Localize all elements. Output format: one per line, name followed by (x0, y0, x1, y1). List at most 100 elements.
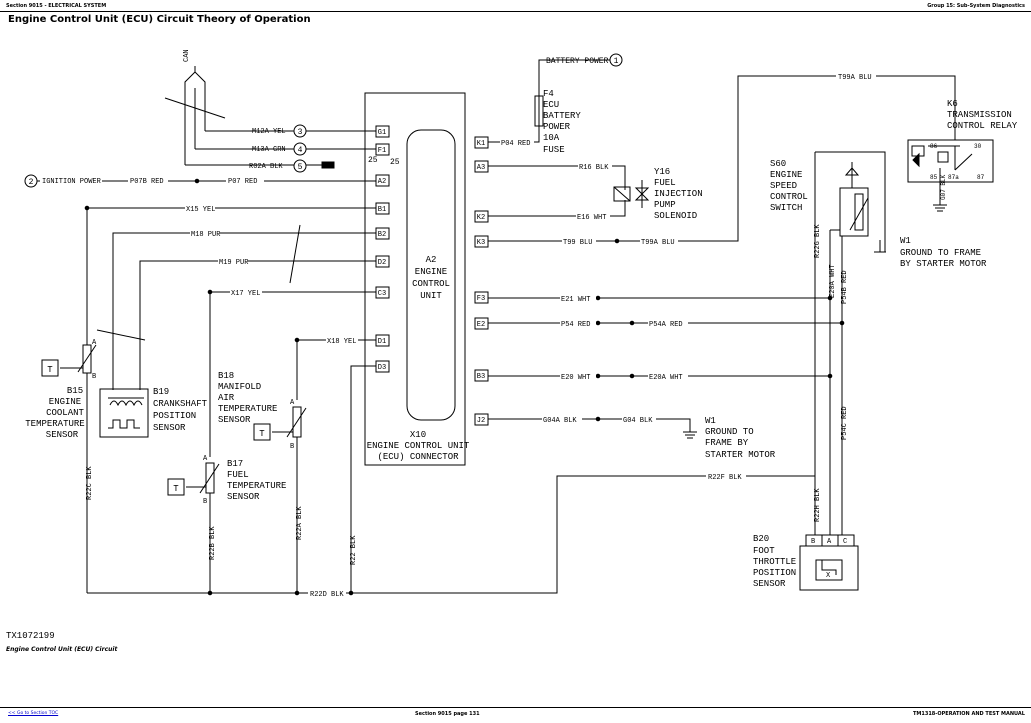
b20-throttle-sensor (799, 534, 859, 591)
pin-a2: A2 (378, 178, 386, 186)
wire-t99a-top: T99A BLU (838, 74, 872, 82)
wire-r22a: R22A BLK (296, 506, 304, 540)
wire-r02a: R02A BLK (249, 163, 283, 171)
b18-line-1: MANIFOLD (218, 382, 261, 392)
b20-line-2: THROTTLE (753, 557, 796, 567)
b17-pin-a: A (203, 455, 208, 463)
wire-p54c: P54C RED (841, 406, 849, 440)
b20-pin-a: A (827, 538, 832, 546)
fuse-line-3: POWER (543, 122, 571, 132)
wire-m18: M18 PUR (191, 231, 221, 239)
connector-line-2: (ECU) CONNECTOR (377, 452, 459, 462)
pin-d2: D2 (378, 259, 386, 267)
w1-right-line-1: GROUND TO FRAME (900, 248, 981, 258)
ecu-name-1: ENGINE (415, 267, 447, 277)
figure-caption: Engine Control Unit (ECU) Circuit (6, 646, 118, 653)
ecu-name-3: UNIT (420, 291, 442, 301)
pin-k2: K2 (477, 214, 485, 222)
b17-ref: B17 (227, 459, 243, 469)
b18-pin-b: B (290, 443, 294, 451)
b18-air-temp-sensor: T (253, 406, 307, 593)
b17-line-1: FUEL (227, 470, 249, 480)
wire-p54: P54 RED (561, 321, 590, 329)
ignition-power-label: IGNITION POWER (42, 178, 102, 186)
wire-m13a: M13A GRN (252, 146, 286, 154)
connector-line-1: ENGINE CONTROL UNIT (367, 441, 470, 451)
b15-line-4: SENSOR (46, 430, 79, 440)
wire-e20a: E20A WHT (649, 374, 683, 382)
pin-k1: K1 (477, 140, 485, 148)
page-title: Engine Control Unit (ECU) Circuit Theory… (8, 14, 311, 25)
s60-line-2: SPEED (770, 181, 797, 191)
wire-r22g: R22G BLK (814, 224, 822, 258)
y16-line-2: INJECTION (654, 189, 703, 199)
b15-pin-b: B (92, 373, 96, 381)
b20-line-4: SENSOR (753, 579, 786, 589)
section-toc-link[interactable]: << Go to Section TOC (8, 711, 59, 716)
connector-ref: X10 (410, 430, 426, 440)
can-label: CAN (183, 49, 191, 62)
fuse-line-1: ECU (543, 100, 559, 110)
b19-line-2: POSITION (153, 411, 196, 421)
pin-j2: J2 (477, 417, 485, 425)
b18-line-2: AIR (218, 393, 235, 403)
y16-solenoid (613, 180, 650, 208)
wire-r16: R16 BLK (579, 164, 609, 172)
b17-line-3: SENSOR (227, 492, 260, 502)
pin-f3: F3 (477, 295, 485, 303)
b18-ref: B18 (218, 371, 234, 381)
w1-mid-ref: W1 (705, 416, 716, 426)
pin-k3: K3 (477, 239, 485, 247)
unused-label-a: 25 (368, 156, 378, 165)
wire-p54b: P54B RED (841, 270, 849, 304)
fuse-line-4: 10A (543, 133, 560, 143)
relay-pin-85: 85 (930, 174, 938, 181)
w1-right-ref: W1 (900, 236, 911, 246)
unused-label-b: 25 (390, 158, 400, 167)
b18-pin-a: A (290, 399, 295, 407)
b15-line-2: COOLANT (46, 408, 84, 418)
b17-line-2: TEMPERATURE (227, 481, 286, 491)
wire-e21: E21 WHT (561, 296, 590, 304)
b20-pin-b: B (811, 538, 815, 546)
wire-r22: R22 BLK (350, 535, 358, 565)
pin-b3: B3 (477, 373, 485, 381)
w1-right-line-2: BY STARTER MOTOR (900, 259, 987, 269)
wire-g04a: G04A BLK (543, 417, 577, 425)
fuse-ref: F4 (543, 89, 554, 99)
wire-r22b: R22B BLK (209, 526, 217, 560)
y16-line-3: PUMP (654, 200, 676, 210)
b19-line-1: CRANKSHAFT (153, 399, 208, 409)
wire-m12a: M12A YEL (252, 128, 286, 136)
k6-line-2: CONTROL RELAY (947, 121, 1018, 131)
can-bus: CAN (164, 49, 376, 169)
w1-mid-line-3: STARTER MOTOR (705, 450, 776, 460)
pin-d1: D1 (378, 338, 386, 346)
wire-p07: P07 RED (228, 178, 257, 186)
wire-r22c: R22C BLK (86, 466, 94, 500)
w1-mid-line-1: GROUND TO (705, 427, 754, 437)
wire-t99a: T99A BLU (641, 239, 675, 247)
relay-pin-87a: 87a (948, 174, 959, 181)
relay-pin-87: 87 (977, 174, 985, 181)
wire-g07: G07 BLK (940, 174, 947, 200)
b19-line-3: SENSOR (153, 423, 186, 433)
callout-4: 4 (298, 146, 303, 155)
wire-p04: P04 RED (501, 140, 530, 148)
battery-power-label: BATTERY POWER (546, 57, 609, 66)
b18-t-symbol: T (259, 429, 265, 439)
wire-p07b: P07B RED (130, 178, 164, 186)
pin-b1: B1 (378, 206, 386, 214)
b20-inner: X (826, 572, 831, 580)
s60-line-3: CONTROL (770, 192, 808, 202)
footer-manual: TM1318-OPERATION AND TEST MANUAL (912, 711, 1025, 717)
y16-line-4: SOLENOID (654, 211, 697, 221)
b18-line-3: TEMPERATURE (218, 404, 277, 414)
relay-pin-86: 86 (930, 143, 938, 150)
y16-line-1: FUEL (654, 178, 676, 188)
k6-ref: K6 (947, 99, 958, 109)
callout-2: 2 (29, 178, 34, 187)
relay-pin-30: 30 (974, 143, 982, 150)
wire-r22f: R22F BLK (708, 474, 742, 482)
y16-ref: Y16 (654, 167, 670, 177)
